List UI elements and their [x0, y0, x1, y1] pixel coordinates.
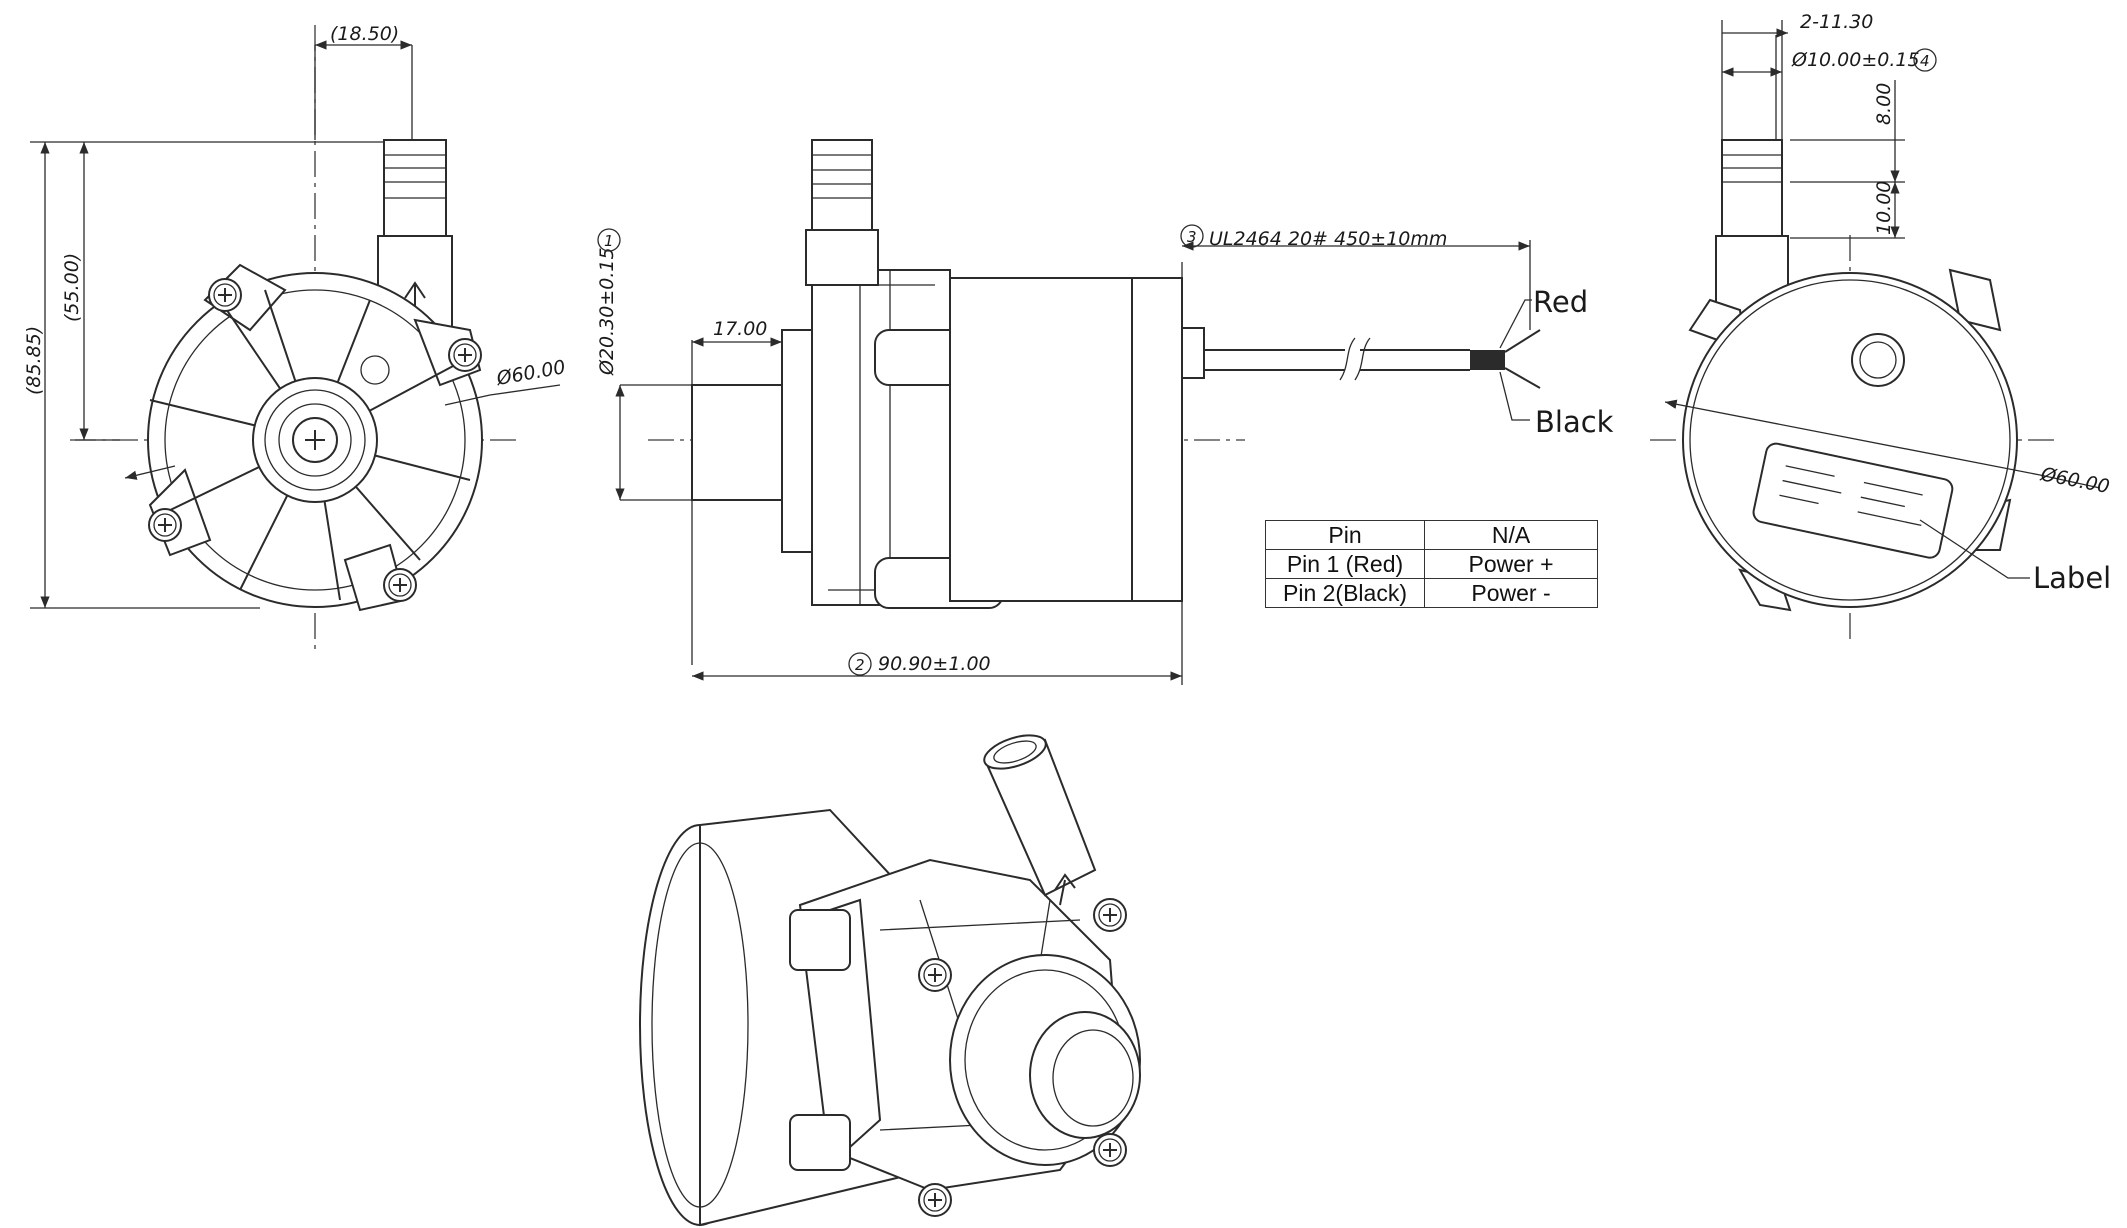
balloon-3: 3: [1187, 228, 1197, 246]
rear-view: 2-11.30 Ø10.00±0.15 4 8.00 10.00 Ø60.00 …: [1650, 11, 2111, 645]
dim-overall-height: (85.85): [23, 326, 45, 395]
balloon-1: 1: [604, 232, 614, 250]
dim-mid-length: 10.00: [1873, 181, 1895, 235]
label-callout: Label: [2033, 561, 2111, 595]
dim-barb: 2-11.30: [1800, 11, 1873, 33]
dim-body-length: 90.90±1.00: [878, 653, 991, 675]
balloon-4: 4: [1920, 52, 1930, 70]
dim-top-length: 8.00: [1873, 83, 1895, 125]
dim-inlet-length: 17.00: [713, 318, 767, 340]
isometric-view: [639, 734, 1141, 1227]
pin-table-row: Pin 1 (Red) Power +: [1265, 549, 1598, 579]
side-view: 17.00 Ø20.30±0.15 1 UL2464 20# 450±10mm …: [596, 139, 1614, 685]
black-wire-label: Black: [1535, 405, 1614, 439]
red-wire-label: Red: [1533, 285, 1588, 319]
na-header: N/A: [1424, 520, 1598, 550]
pin-1-function: Power +: [1424, 549, 1598, 579]
pin-2-function: Power -: [1424, 578, 1598, 608]
balloon-2: 2: [855, 656, 865, 674]
pin-table-row: Pin 2(Black) Power -: [1265, 578, 1598, 608]
dim-center-height: (55.00): [61, 253, 83, 322]
front-view: (18.50) (85.85) (55.00) Ø60.00: [23, 23, 567, 650]
dim-offset: (18.50): [330, 23, 399, 45]
dim-diameter-rear: Ø60.00: [2038, 463, 2111, 498]
dim-cable: UL2464 20# 450±10mm: [1209, 228, 1447, 250]
pin-table: Pin N/A Pin 1 (Red) Power + Pin 2(Black)…: [1265, 520, 1598, 608]
pin-header: Pin: [1265, 520, 1425, 550]
pin-2-name: Pin 2(Black): [1265, 578, 1425, 608]
pin-table-header: Pin N/A: [1265, 520, 1598, 550]
dim-nozzle-diameter: Ø10.00±0.15: [1791, 49, 1920, 71]
pin-1-name: Pin 1 (Red): [1265, 549, 1425, 579]
dim-outlet-diameter: Ø20.30±0.15: [596, 247, 618, 376]
